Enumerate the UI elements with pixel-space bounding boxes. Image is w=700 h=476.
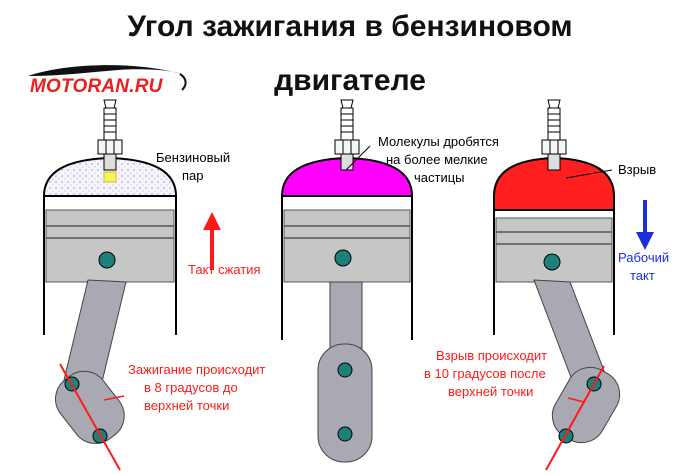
piston-3 [495,217,613,283]
vapor-label-line-2: пар [182,168,204,183]
motoran-logo[interactable]: MOTORAN.RU [22,62,192,102]
spark-plug-3-icon [541,99,567,171]
compression-stroke-label: Такт сжатия [188,262,261,277]
molecule-label-line-1: Молекулы дробятся [378,134,499,149]
cylinder-2 [280,99,414,463]
crank-arm-3 [551,366,621,444]
connecting-rod-3 [533,279,607,381]
molecule-label-line-3: частицы [414,170,465,185]
explosion-note-line-2: в 10 градусов после [424,366,546,381]
ignition-note-line-2: в 8 градусов до [144,380,238,395]
arrow-down-icon [636,200,654,250]
piston-pin-1 [98,251,116,269]
ignition-note-line-3: верхней точки [144,398,229,413]
explosion-label: Взрыв [618,162,656,177]
cylinder-1 [42,99,178,471]
vapor-label-line-1: Бензиновый [156,150,230,165]
piston-1 [45,209,175,283]
spark-plug-1-icon [97,99,123,171]
molecule-label-line-2: на более мелкие [386,152,488,167]
explosion-note-line-1: Взрыв происходит [436,348,547,363]
spark-1 [103,171,117,183]
power-stroke-label-line-2: такт [630,268,655,283]
power-stroke-label-line-1: Рабочий [618,250,669,265]
ignition-note-line-1: Зажигание происходит [128,362,265,377]
piston-pin-3 [543,253,561,271]
logo-text: MOTORAN.RU [30,76,163,97]
connecting-rod-1 [63,279,127,383]
piston-pin-2 [334,249,352,267]
crank-arm-2 [317,343,373,463]
logo-car-swoosh-icon [28,65,187,91]
cylinder-3 [493,99,621,471]
connecting-rod-2 [329,281,363,349]
explosion-note-line-3: верхней точки [448,384,533,399]
title-line-1: Угол зажигания в бензиновом [127,10,573,43]
arrow-up-icon [203,212,221,270]
title-line-2: двигателе [274,64,426,97]
crank-arm-1 [54,370,125,444]
piston-2 [283,209,411,283]
